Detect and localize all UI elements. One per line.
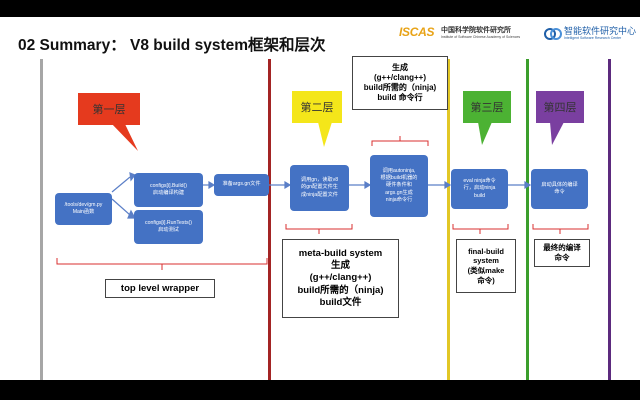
final-compile-caption-line: 最终的编译: [543, 243, 581, 253]
ninja-build-note: 生成 (g++/clang++) build所需的（ninja) build 命…: [352, 56, 448, 110]
iscas-logo-mark: ISCAS: [399, 25, 435, 39]
prepare-args-gn-box-line: 准备args.gn文件: [222, 181, 261, 188]
layer-second-callout: 第二层: [292, 91, 342, 123]
ninja-build-note-line: (g++/clang++): [373, 73, 427, 82]
build-config-box-line: configs[i].Build(): [150, 182, 187, 189]
red-separator-line: [268, 59, 271, 380]
ninja-build-note-line: build所需的（ninja): [363, 83, 437, 92]
final-compile-caption-line: 命令: [554, 253, 570, 262]
purple-separator-line: [608, 59, 611, 380]
final-build-caption-line: 命令): [477, 275, 495, 285]
callout-pointer-icon: [110, 122, 564, 151]
final-build-caption-line: system: [473, 256, 499, 266]
eval-ninja-box-line: build: [474, 192, 485, 199]
ninja-build-note-line: 生成: [392, 63, 408, 72]
connectors-layer: [56, 122, 589, 270]
main-function-box-line: Main函数: [72, 209, 95, 215]
compile-command-box-line: 命令: [554, 189, 565, 195]
autoninja-box-line: 硬件条件和: [386, 182, 412, 189]
isrc-logo-icon: [544, 28, 562, 40]
final-build-caption-line: final-build: [468, 246, 504, 256]
top-level-wrapper-caption: top level wrapper: [105, 279, 215, 298]
gray-separator-line: [40, 59, 43, 380]
isrc-logo: 智能软件研究中心 Intelligent Software Research C…: [542, 23, 638, 45]
autoninja-box-line: 调用autoninja,: [382, 168, 416, 175]
meta-build-caption-line: build文件: [319, 297, 362, 309]
eval-ninja-box-line: eval ninja命令: [463, 178, 496, 185]
green-separator-line: [526, 59, 529, 380]
gn-config-box-line: 成ninja配置文件: [301, 191, 338, 198]
yellow-separator-line: [447, 59, 450, 380]
meta-build-caption-line: meta-build system: [298, 247, 383, 259]
iscas-logo-en: Institute of Software Chinese Academy of…: [441, 35, 521, 39]
final-build-caption-line: (类似make: [467, 266, 505, 275]
meta-build-caption-line: build所需的（ninja): [297, 284, 384, 296]
compile-command-box-line: 启动具体的编译: [541, 181, 578, 188]
isrc-logo-cn: 智能软件研究中心: [564, 26, 637, 36]
meta-build-caption-line: 生成: [330, 259, 350, 271]
main-function-box-line: /tools/dev/gm.py: [64, 201, 103, 208]
iscas-logo-cn: 中国科学院软件研究所: [441, 27, 511, 34]
gn-config-box: 调用gn，读取v8 的gn配置文件生 成ninja配置文件: [290, 165, 349, 211]
gn-config-box-line: 调用gn，读取v8: [300, 177, 339, 184]
meta-build-caption: meta-build system 生成 (g++/clang++) build…: [282, 239, 399, 318]
layer-third-callout: 第三层: [463, 91, 511, 123]
bracket-icon: [56, 136, 589, 270]
run-tests-box: configs[i].RunTests() 启动测试: [134, 210, 203, 244]
prepare-args-gn-box: 准备args.gn文件: [214, 174, 269, 196]
gn-config-box-line: 的gn配置文件生: [301, 184, 338, 191]
eval-ninja-box-line: 行，启动ninja: [463, 185, 496, 192]
run-tests-box-line: 启动测试: [158, 227, 179, 233]
meta-build-caption-line: (g++/clang++): [309, 272, 372, 284]
isrc-logo-en: Intelligent Software Research Center: [564, 36, 622, 40]
compile-command-box: 启动具体的编译 命令: [531, 169, 588, 209]
ninja-build-note-line: build 命令行: [377, 93, 423, 102]
main-function-box: /tools/dev/gm.py Main函数: [55, 193, 112, 225]
page-title: 02 Summary： V8 build system框架和层次: [18, 37, 326, 54]
build-config-box-line: 启动编译构建: [152, 190, 185, 196]
run-tests-box-line: configs[i].RunTests(): [145, 219, 192, 226]
autoninja-box-line: 根据build机器的: [380, 175, 418, 182]
iscas-logo: ISCAS 中国科学院软件研究所 Institute of Software C…: [399, 23, 521, 45]
slide: 02 Summary： V8 build system框架和层次 ISCAS 中…: [0, 17, 640, 380]
autoninja-box: 调用autoninja, 根据build机器的 硬件条件和 args.gn生成 …: [370, 155, 428, 217]
build-config-box: configs[i].Build() 启动编译构建: [134, 173, 203, 207]
final-build-caption: final-build system (类似make 命令): [456, 239, 516, 293]
layer-first-callout: 第一层: [78, 93, 140, 125]
autoninja-box-line: args.gn生成: [385, 189, 413, 196]
arrow-right-icon: [111, 172, 532, 219]
autoninja-box-line: ninja命令行: [385, 196, 413, 203]
eval-ninja-box: eval ninja命令 行，启动ninja build: [451, 169, 508, 209]
final-compile-caption: 最终的编译 命令: [534, 239, 590, 267]
layer-fourth-callout: 第四层: [536, 91, 584, 123]
